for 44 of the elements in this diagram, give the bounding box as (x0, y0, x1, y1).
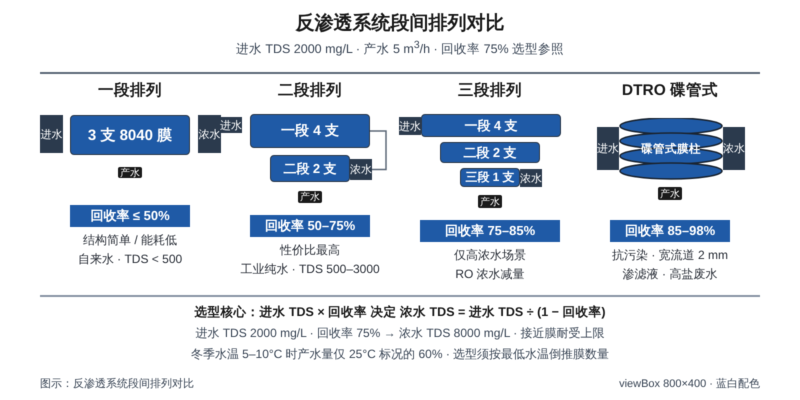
description-text: 抗污染 · 宽流道 2 mm (612, 247, 728, 264)
column-heading: 三段排列 (458, 81, 522, 101)
flow-tag: 浓水 (198, 115, 221, 153)
description-text: 结构简单 / 能耗低 (83, 232, 177, 249)
description-text: 性价比最高 (280, 242, 340, 259)
recovery-band: 回收率 ≤ 50% (70, 205, 190, 227)
footer-note: viewBox 800×400 · 蓝白配色 (619, 377, 760, 391)
title: 反渗透系统段间排列对比 (296, 12, 504, 36)
product-tag: 产水 (118, 167, 142, 178)
column-heading: 二段排列 (278, 81, 342, 101)
product-tag: 产水 (298, 191, 322, 203)
disc-column (619, 118, 723, 180)
formula-text: 选型核心：进水 TDS × 回收率 决定 浓水 TDS = 进水 TDS ÷ (1 − 回收率) (194, 304, 606, 321)
recovery-band: 回收率 50–75% (250, 215, 370, 237)
flow-tag: 进水 (40, 115, 63, 153)
column-heading: 一段排列 (98, 81, 162, 101)
flow-tag: 进水 (220, 117, 242, 133)
membrane-box: 二段 2 支 (270, 155, 350, 182)
flow-tag: 浓水 (723, 127, 745, 170)
recovery-band: 回收率 75–85% (420, 220, 560, 242)
membrane-box: 一段 4 支 (421, 114, 561, 137)
connector-line (370, 130, 387, 170)
flow-tag: 浓水 (520, 169, 542, 187)
column-label: 碟管式膜柱 (641, 142, 701, 156)
product-tag: 产水 (658, 187, 682, 200)
membrane-box: 3 支 8040 膜 (70, 115, 190, 155)
note-text: 冬季水温 5–10°C 时产水量仅 25°C 标况的 60% · 选型须按最低水温倒推膜数量 (190, 346, 610, 363)
membrane-box: 二段 2 支 (440, 142, 540, 163)
subtitle: 进水 TDS 2000 mg/L · 产水 5 m$^{3}$/h · 回收率 75% 选型参照 (236, 40, 564, 58)
description-text: RO 浓水减量 (455, 266, 525, 283)
description-text: 工业纯水 · TDS 500–3000 (240, 261, 380, 278)
product-tag: 产水 (478, 195, 502, 208)
membrane-box: 三段 1 支 (460, 168, 520, 187)
description-text: 渗滤液 · 高盐废水 (622, 266, 718, 283)
flow-tag: 进水 (597, 127, 619, 170)
description-text: 自来水 · TDS < 500 (78, 251, 182, 268)
description-text: 仅高浓水场景 (454, 247, 526, 264)
membrane-box: 一段 4 支 (250, 114, 370, 148)
flow-tag: 浓水 (350, 159, 372, 180)
note-text: 进水 TDS 2000 mg/L · 回收率 75% → 浓水 TDS 8000 mg/L · 接近膜耐受上限 (195, 325, 605, 342)
recovery-band: 回收率 85–98% (610, 220, 730, 242)
caption: 图示：反渗透系统段间排列对比 (40, 376, 194, 391)
flow-tag: 进水 (399, 117, 421, 135)
column-heading: DTRO 碟管式 (622, 81, 718, 101)
